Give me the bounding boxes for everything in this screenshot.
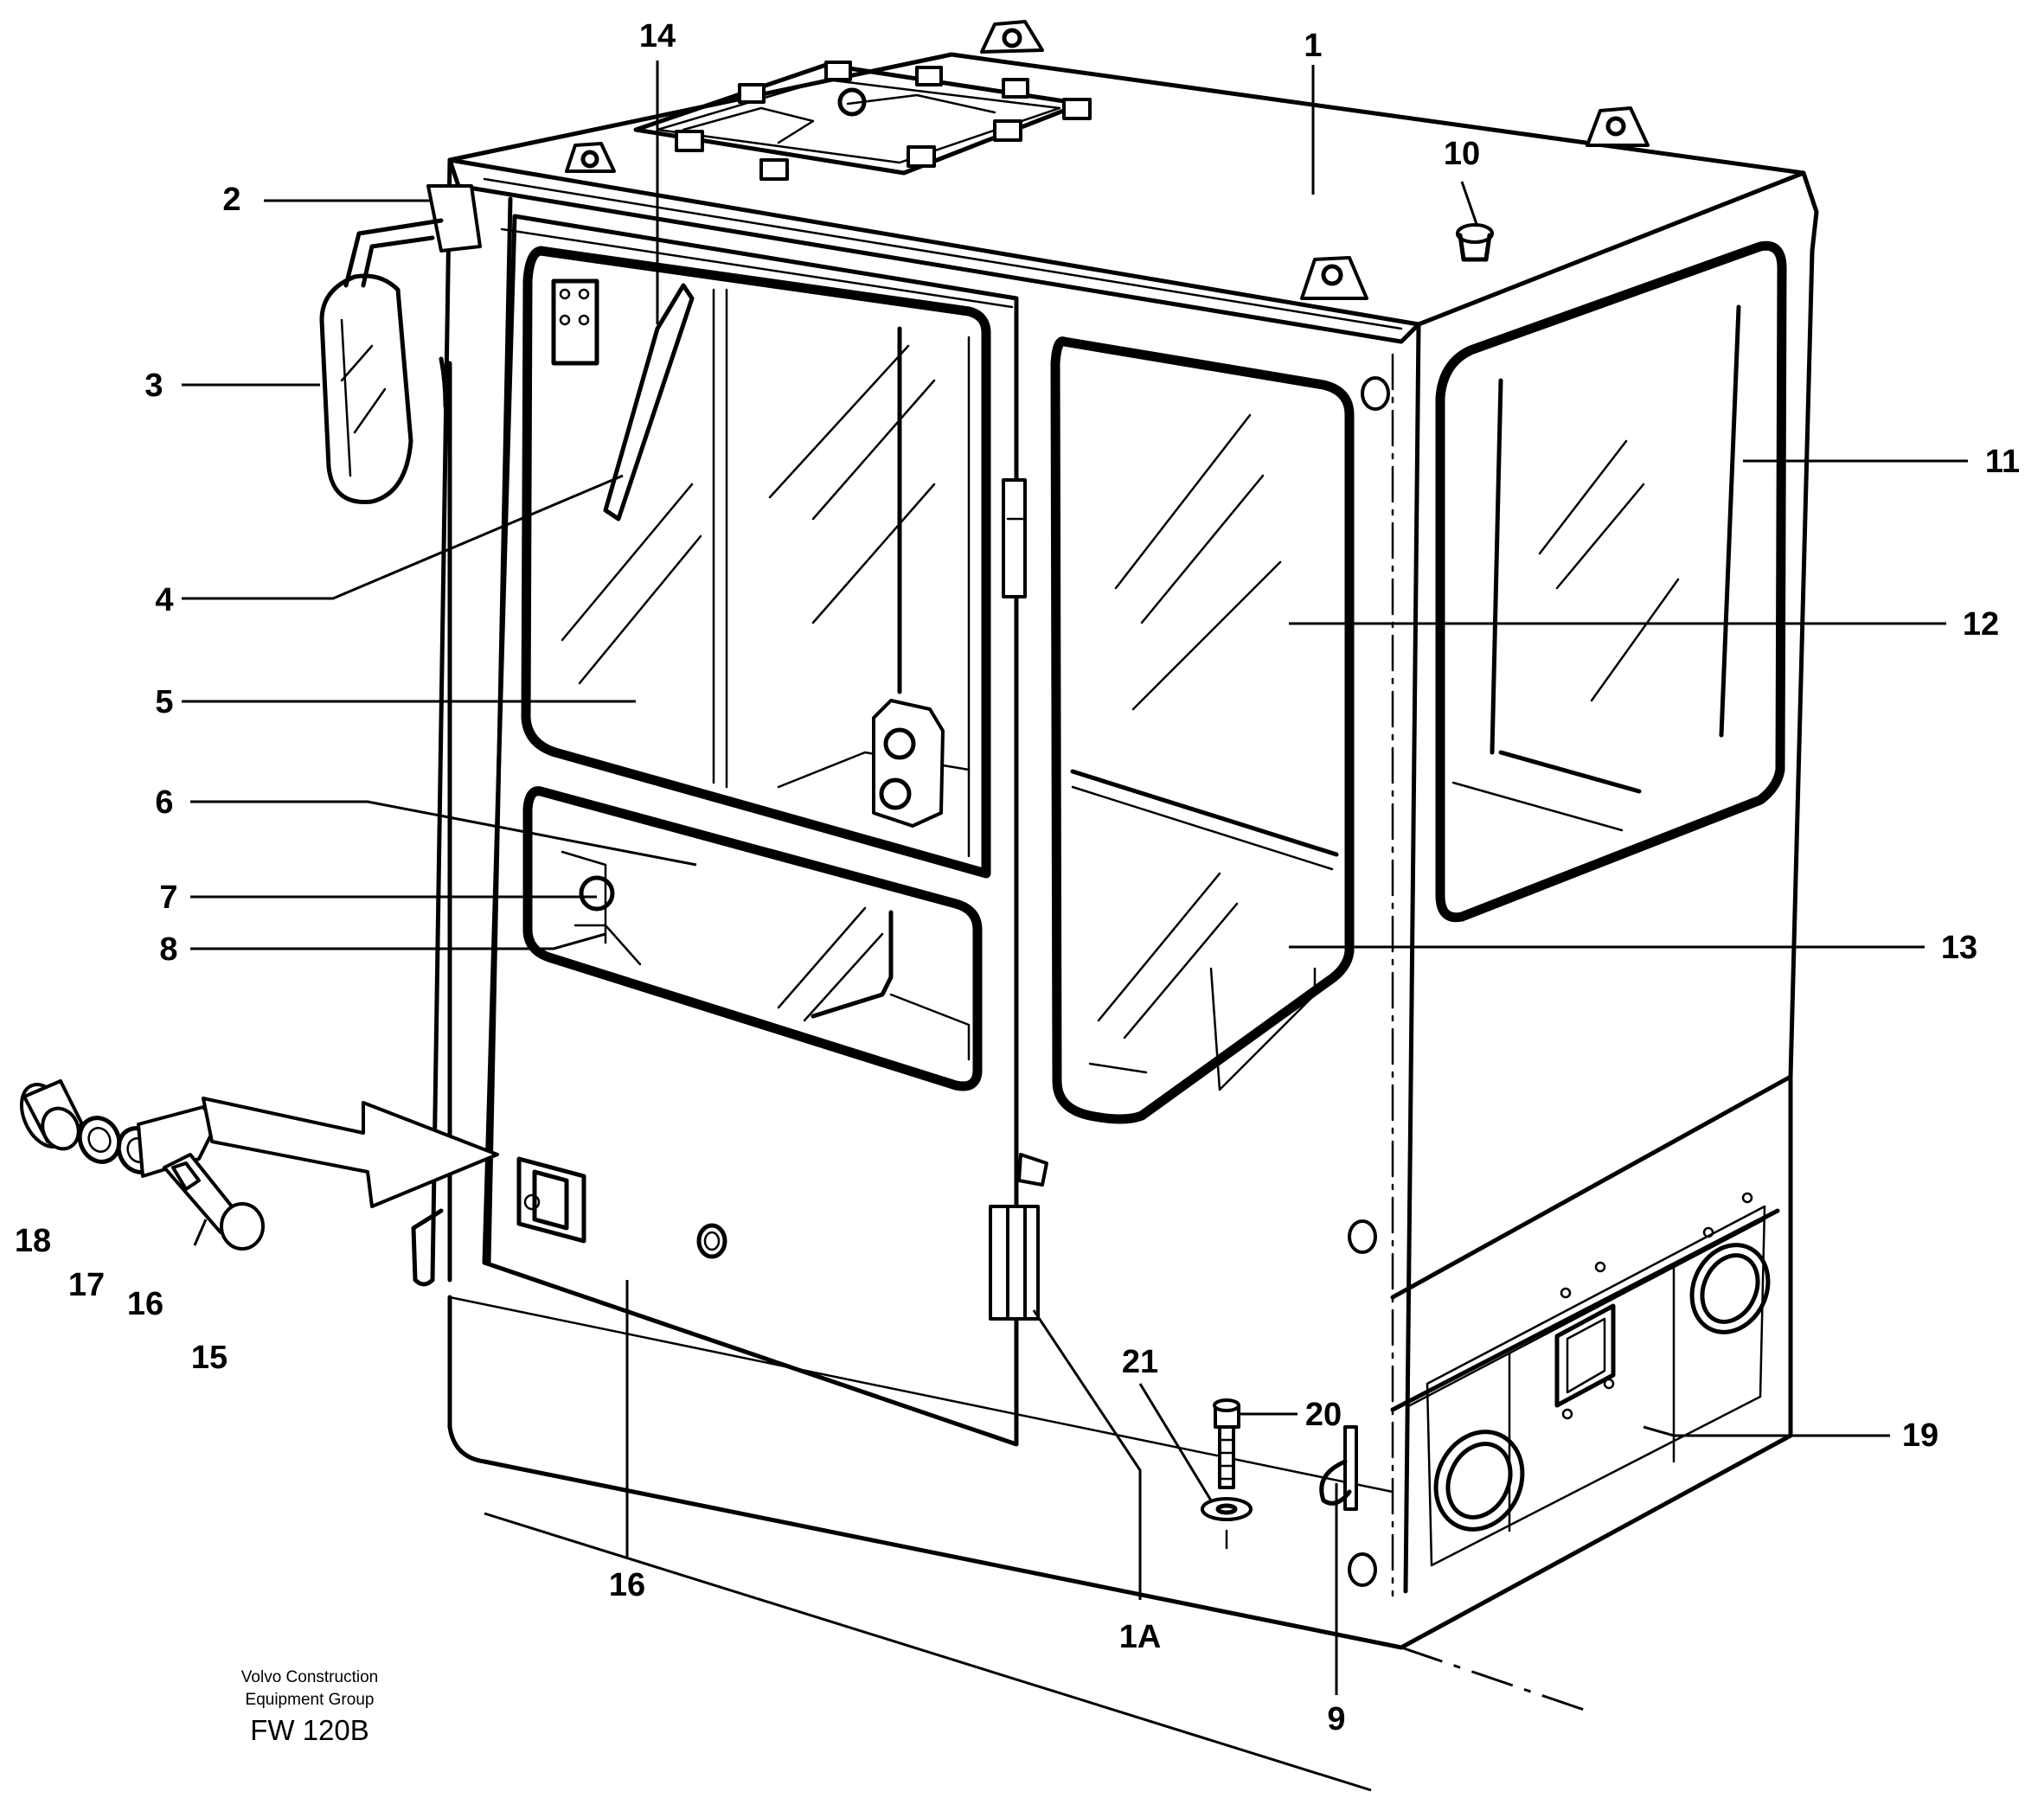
callout-18: 18	[15, 1223, 51, 1259]
callout-19: 19	[1902, 1417, 1938, 1454]
bracket-9	[1319, 1425, 1358, 1511]
front-window	[1050, 336, 1355, 1124]
door	[482, 214, 1048, 1447]
callout-14: 14	[639, 18, 676, 54]
callout-1a: 1A	[1119, 1619, 1162, 1655]
callout-13: 13	[1941, 930, 1977, 966]
callout-8: 8	[159, 931, 177, 968]
side-window	[1435, 240, 1787, 923]
callout-9: 9	[1327, 1701, 1345, 1737]
cab-body	[430, 157, 1815, 1792]
mirror	[319, 184, 482, 1287]
footer-line-2: Equipment Group	[246, 1691, 375, 1709]
callout-15: 15	[191, 1340, 227, 1376]
latch-parts	[19, 1079, 265, 1251]
footer-line-1: Volvo Construction	[241, 1668, 378, 1686]
callout-7: 7	[159, 880, 177, 916]
figure-code: FW 120B	[250, 1714, 369, 1746]
publisher-footer: Volvo Construction Equipment Group FW 12…	[241, 1668, 378, 1746]
callout-3: 3	[144, 368, 163, 404]
callout-6: 6	[155, 784, 173, 821]
callout-1: 1	[1304, 28, 1322, 64]
assembly-arrow	[202, 1097, 499, 1208]
callout-10: 10	[1444, 136, 1480, 172]
callout-labels: 1 1A 2 3 4 5 6 7 8 9 10 11 12 13 14 15 1…	[15, 18, 2020, 1737]
callout-16-door: 16	[609, 1567, 645, 1603]
callout-21: 21	[1122, 1344, 1158, 1380]
callout-4: 4	[155, 582, 173, 618]
callout-17: 17	[68, 1267, 105, 1303]
roof	[447, 20, 1819, 344]
leader-lines	[182, 61, 1968, 1695]
callout-16-left: 16	[127, 1286, 163, 1322]
callout-20: 20	[1305, 1397, 1342, 1433]
callout-12: 12	[1963, 606, 1999, 643]
callout-2: 2	[222, 182, 240, 218]
bolt-washer	[1201, 1398, 1253, 1550]
callout-11: 11	[1985, 444, 2020, 480]
callout-5: 5	[155, 684, 173, 720]
